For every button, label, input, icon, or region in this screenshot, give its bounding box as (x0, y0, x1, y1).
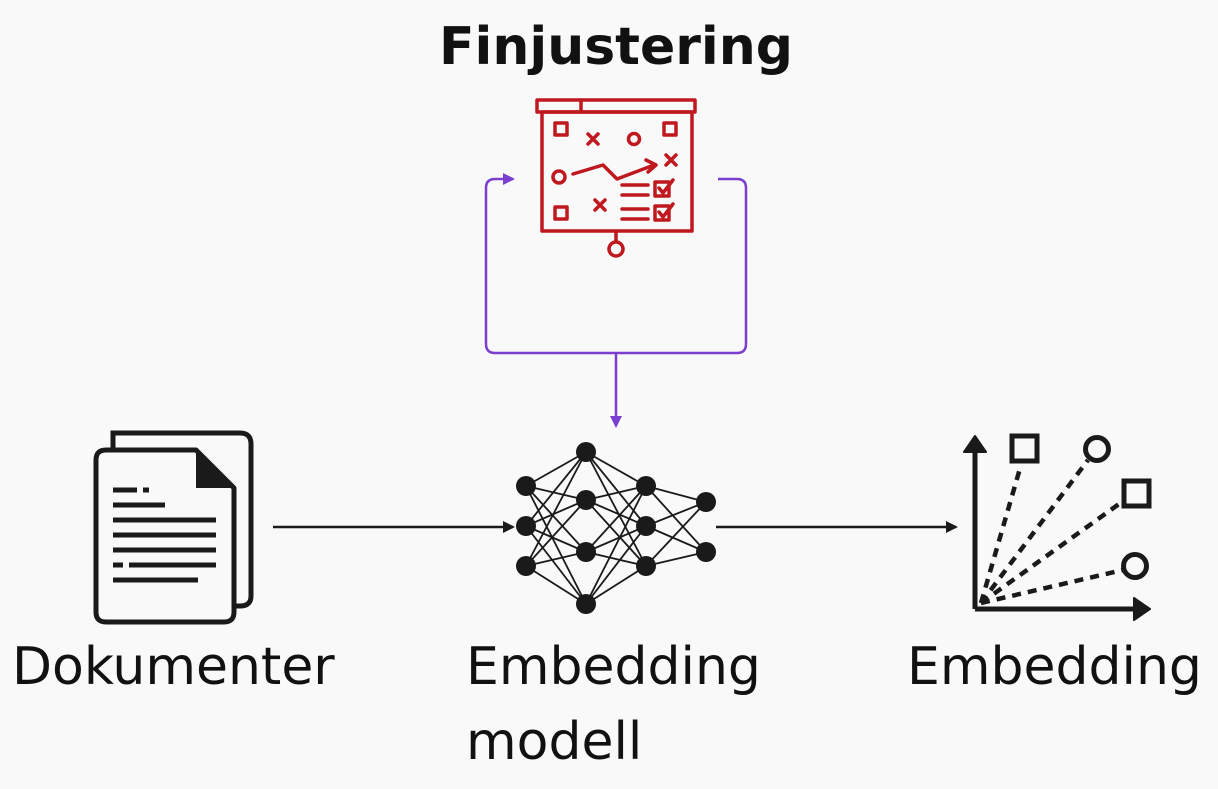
network-edge (585, 485, 647, 501)
network-node (636, 476, 656, 496)
network-node (516, 516, 536, 536)
network-node (636, 556, 656, 576)
network-node (516, 476, 536, 496)
network-edge (645, 551, 707, 567)
network-edge (585, 485, 647, 553)
diagram-title: Finjustering (439, 17, 793, 77)
network-edge (525, 499, 587, 567)
network-node (636, 516, 656, 536)
network-edge (585, 499, 647, 527)
network-edge (525, 565, 587, 605)
network-node (696, 492, 716, 512)
network-edge (585, 451, 647, 567)
network-edge (525, 451, 587, 567)
network-edge (585, 485, 647, 605)
documents-label: Dokumenter (12, 637, 335, 697)
network-edge (525, 525, 587, 553)
output-label: Embedding (907, 637, 1202, 697)
network-edge (645, 525, 707, 553)
network-edge (525, 485, 587, 605)
network-edge (525, 485, 587, 501)
model-label-line-1: Embedding (466, 637, 761, 697)
neural-network-icon (516, 442, 716, 614)
network-edge (645, 501, 707, 527)
network-node (576, 542, 596, 562)
network-edge (585, 499, 647, 567)
network-edge (525, 525, 587, 605)
network-edge (525, 551, 587, 567)
network-edge (585, 551, 647, 567)
network-edge (645, 485, 707, 553)
network-node (576, 490, 596, 510)
presentation-board-strategy-icon (535, 98, 697, 258)
network-edge (585, 525, 647, 605)
network-edge (525, 451, 587, 527)
network-edge (525, 451, 587, 487)
model-label-line-2: modell (466, 712, 643, 772)
network-node (576, 442, 596, 462)
vector-embedding-plot-icon (963, 433, 1152, 621)
network-node (696, 542, 716, 562)
network-node (576, 594, 596, 614)
network-edge (525, 499, 587, 527)
network-edge (645, 485, 707, 503)
documents-stack-icon (93, 430, 254, 625)
network-edge (645, 501, 707, 567)
network-edge (525, 485, 587, 553)
network-edge (585, 451, 647, 487)
network-edge (585, 565, 647, 605)
network-node (516, 556, 536, 576)
feedback-loop-connector (484, 173, 748, 428)
network-edge (585, 525, 647, 553)
network-edge (585, 451, 647, 527)
